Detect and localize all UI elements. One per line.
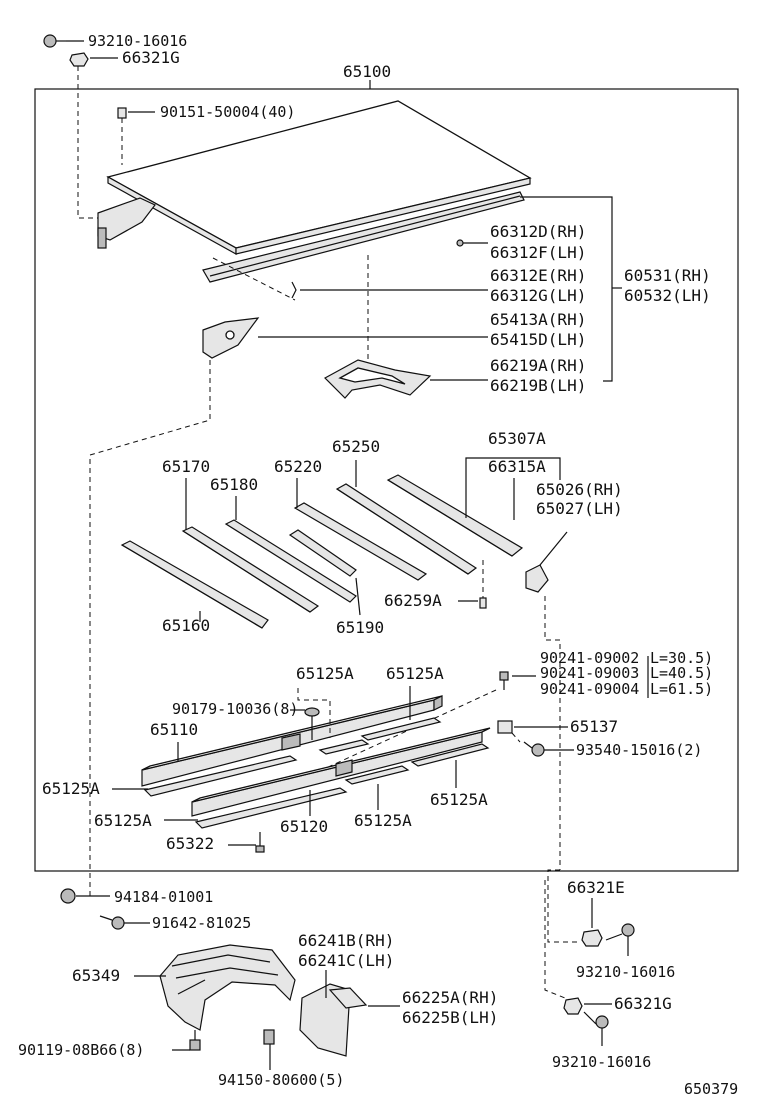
label-65125A-5: 65125A xyxy=(94,811,152,830)
pad-65125A xyxy=(143,717,490,829)
nut-icon xyxy=(304,707,320,717)
mud-flap xyxy=(299,983,351,1057)
label-66312G: 66312G(LH) xyxy=(490,286,586,305)
cap-nut-icon xyxy=(563,997,583,1015)
label-65220: 65220 xyxy=(274,457,322,476)
label-65125A-4: 65125A xyxy=(430,790,488,809)
label-65413A: 65413A(RH) xyxy=(490,310,586,329)
clip-icon xyxy=(291,281,297,299)
label-93540: 93540-15016(2) xyxy=(576,741,702,759)
bracket-icon xyxy=(328,987,368,1009)
label-65180: 65180 xyxy=(210,475,258,494)
side-rail xyxy=(202,191,525,283)
label-length-b: L=40.5) xyxy=(650,664,713,682)
plate-icon xyxy=(497,720,513,734)
hinge-icon xyxy=(525,564,549,593)
label-65125A-6: 65125A xyxy=(354,811,412,830)
nut-icon xyxy=(60,888,76,904)
label-66321G-top: 66321G xyxy=(122,48,180,67)
bolt-icon xyxy=(583,1011,609,1029)
label-65137: 65137 xyxy=(570,717,618,736)
label-66225A: 66225A(RH) xyxy=(402,988,498,1007)
label-66312D: 66312D(RH) xyxy=(490,222,586,241)
screw-icon xyxy=(117,107,127,119)
label-65110: 65110 xyxy=(150,720,198,739)
label-65250: 65250 xyxy=(332,437,380,456)
label-90119: 90119-08B66(8) xyxy=(18,1041,144,1059)
cross-member-65180 xyxy=(224,519,357,603)
label-90241-b: 90241-09003 xyxy=(540,664,639,682)
cap-nut-icon xyxy=(581,929,603,947)
label-65307A: 65307A xyxy=(488,429,546,448)
hinge-bracket xyxy=(97,197,156,249)
label-90241-c: 90241-09004 xyxy=(540,680,639,698)
label-66219A: 66219A(RH) xyxy=(490,356,586,375)
label-66312E: 66312E(RH) xyxy=(490,266,586,285)
label-65349: 65349 xyxy=(72,966,120,985)
label-93210-16016-bottom: 93210-16016 xyxy=(552,1053,651,1071)
bolt-icon xyxy=(189,1030,201,1051)
seal-frame xyxy=(324,359,432,399)
corner-bracket xyxy=(202,317,260,359)
label-65170: 65170 xyxy=(162,457,210,476)
assembly-frame xyxy=(34,88,739,872)
cross-member-65220 xyxy=(293,502,428,581)
label-93210-16016-mid: 93210-16016 xyxy=(576,963,675,981)
bolt-icon xyxy=(99,915,125,930)
screw-icon xyxy=(255,832,265,853)
bolt-icon xyxy=(605,923,635,941)
label-65125A-3: 65125A xyxy=(42,779,100,798)
label-66241B: 66241B(RH) xyxy=(298,931,394,950)
label-66315A: 66315A xyxy=(488,457,546,476)
label-94184: 94184-01001 xyxy=(114,888,213,906)
label-90241-a: 90241-09002 xyxy=(540,649,639,667)
label-length-a: L=30.5) xyxy=(650,649,713,667)
label-60531: 60531(RH) xyxy=(624,266,711,285)
bolt-icon xyxy=(499,671,509,690)
label-66321G-bottom: 66321G xyxy=(614,994,672,1013)
label-93210-16016-top: 93210-16016 xyxy=(88,32,187,50)
label-65120: 65120 xyxy=(280,817,328,836)
label-91642: 91642-81025 xyxy=(152,914,251,932)
label-65160: 65160 xyxy=(162,616,210,635)
label-65027: 65027(LH) xyxy=(536,499,623,518)
bolt-icon xyxy=(43,34,66,48)
label-66225B: 66225B(LH) xyxy=(402,1008,498,1027)
label-90179: 90179-10036(8) xyxy=(172,700,298,718)
label-66219B: 66219B(LH) xyxy=(490,376,586,395)
cross-member-65160 xyxy=(120,540,269,629)
label-66241C: 66241C(LH) xyxy=(298,951,394,970)
cross-member-65190 xyxy=(288,529,357,577)
label-66321E: 66321E xyxy=(567,878,625,897)
label-65190: 65190 xyxy=(336,618,384,637)
clip-icon xyxy=(263,1029,275,1045)
mudguard xyxy=(159,944,296,1031)
label-65415D: 65415D(LH) xyxy=(490,330,586,349)
label-66312F: 66312F(LH) xyxy=(490,243,586,262)
label-length-c: L=61.5) xyxy=(650,680,713,698)
plug-icon xyxy=(479,597,487,609)
label-65125A-2: 65125A xyxy=(386,664,444,683)
label-65322: 65322 xyxy=(166,834,214,853)
label-65125A-1: 65125A xyxy=(296,664,354,683)
cross-member-65307A xyxy=(386,474,524,557)
cap-nut-icon xyxy=(69,52,89,67)
cross-member-65170 xyxy=(181,526,320,613)
pin-icon xyxy=(456,239,488,247)
diagram-id: 650379 xyxy=(684,1080,738,1098)
bolt-icon xyxy=(523,741,545,757)
cross-member-65250 xyxy=(335,483,478,575)
deck-panel xyxy=(106,100,532,256)
label-90151: 90151-50004(40) xyxy=(160,103,295,121)
label-94150: 94150-80600(5) xyxy=(218,1071,344,1089)
label-60532: 60532(LH) xyxy=(624,286,711,305)
assembly-number: 65100 xyxy=(343,62,391,81)
label-66259A: 66259A xyxy=(384,591,442,610)
label-65026: 65026(RH) xyxy=(536,480,623,499)
